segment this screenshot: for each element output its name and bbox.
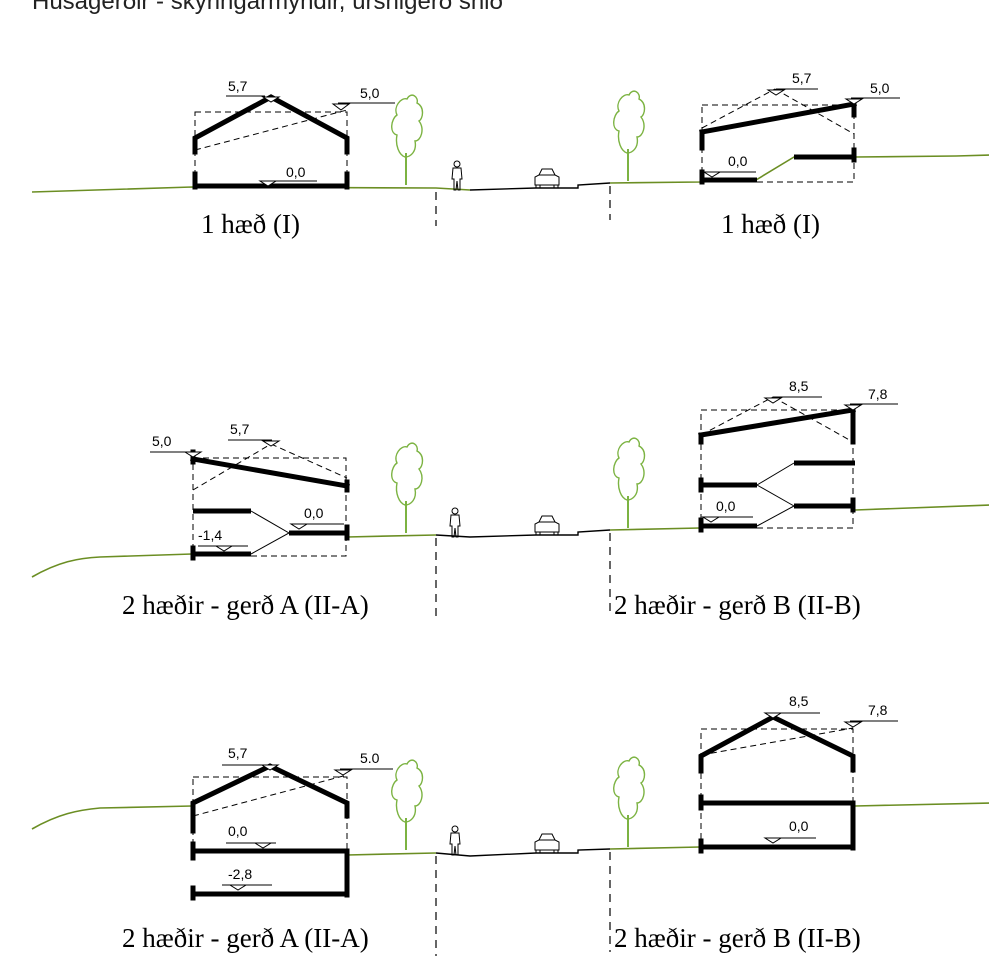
level-label: 5,0 [360,85,380,101]
building-caption: 1 hæð (I) [201,209,300,239]
road-surface [469,182,611,191]
pedestrian-icon [449,507,461,538]
building-right: 8,5 7,8 0,0 [698,693,898,854]
building-left: 5,7 5,0 0,0 [192,78,395,190]
level-label: 0,0 [228,823,248,839]
building-caption: 2 hæðir - gerð B (II-B) [614,590,861,620]
page-title: Húsagerðir - skýringarmyndir, úrsnigerð … [32,0,503,15]
level-label: 0,0 [286,164,306,180]
tree-icon [612,756,646,848]
building-caption: 2 hæðir - gerð A (II-A) [122,923,369,953]
car-icon [534,515,560,536]
pedestrian-icon [451,160,463,191]
level-label: -2,8 [228,866,252,882]
level-label: 7,8 [868,702,888,718]
road-surface [435,529,611,538]
building-caption: 2 hæðir - gerð B (II-B) [614,923,861,953]
ground-line [609,504,989,531]
ground-line [31,805,437,856]
ground-line [609,802,989,850]
road-surface [435,848,611,857]
section-2: 5,0 5,7 0,0 -1,4 2 hæðir - gerð A (II-A) [31,378,989,620]
section-1: 5,7 5,0 0,0 1 hæð (I) 5,7 5,0 [31,70,989,239]
tree-icon [612,437,646,529]
level-label: 5,7 [228,78,248,94]
ground-line [31,534,437,578]
level-label: 0,0 [789,818,809,834]
tree-icon [390,94,424,186]
building-caption: 1 hæð (I) [721,209,820,239]
level-label: 5,0 [870,80,890,96]
pedestrian-icon [449,825,461,856]
level-label: 5,7 [230,421,250,437]
tree-icon [390,759,424,851]
car-icon [534,168,560,189]
level-label: 5,7 [792,70,812,86]
level-label: 0,0 [716,498,736,514]
level-label: 5,0 [152,433,172,449]
level-label: 0,0 [728,153,748,169]
tree-icon [390,442,424,534]
building-left: 5,0 5,7 0,0 -1,4 [150,421,350,561]
building-caption: 2 hæðir - gerð A (II-A) [122,590,369,620]
car-icon [534,833,560,854]
level-label: 5,7 [228,745,248,761]
level-label: 8,5 [789,378,809,394]
building-right: 5,7 5,0 0,0 [699,70,900,185]
level-label: 7,8 [868,386,888,402]
building-left: 5,7 5.0 0,0 -2,8 [190,745,393,901]
section-3: 5,7 5.0 0,0 -2,8 2 hæðir - gerð A (II-A)… [31,693,989,956]
level-label: -1,4 [198,527,222,543]
tree-icon [612,90,646,182]
level-label: 0,0 [304,505,324,521]
building-right: 8,5 7,8 0,0 [698,378,898,533]
level-label: 5.0 [360,750,380,766]
level-label: 8,5 [789,693,809,709]
